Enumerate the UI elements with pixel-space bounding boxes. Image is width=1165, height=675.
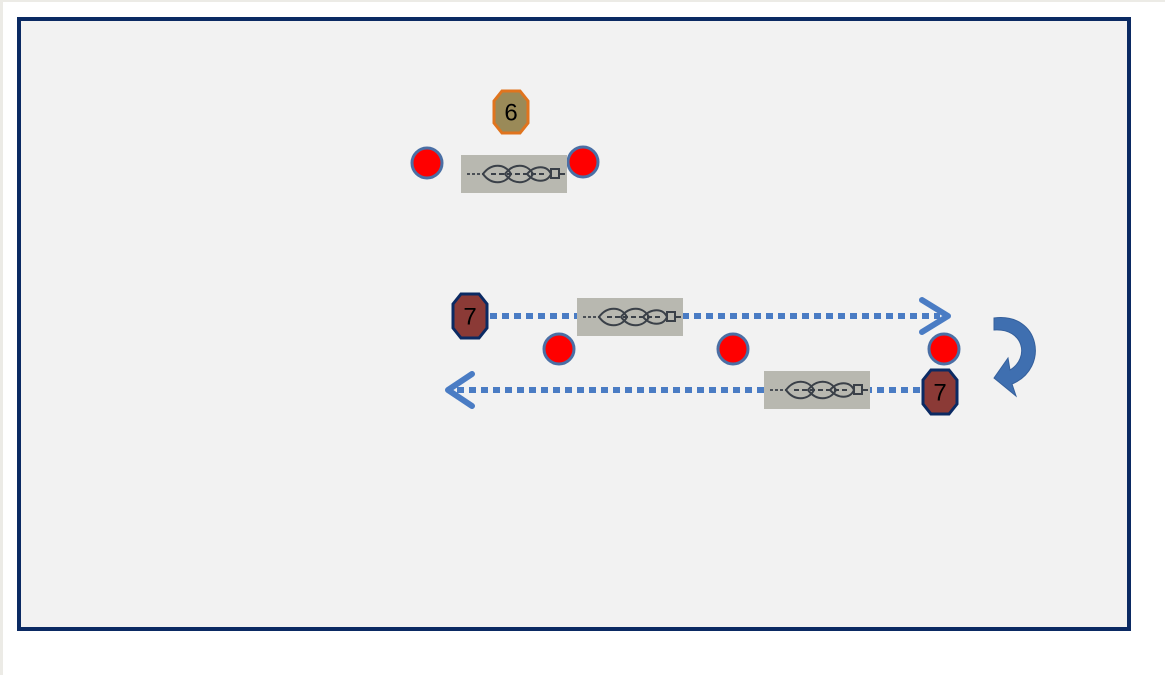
player-7-top-badge [451,292,489,340]
player-6-badge [492,89,530,135]
chain-icon [763,370,871,410]
page-left-edge [0,0,3,675]
player-6-number: 6 [504,100,517,127]
relay-drill-group: 7 7 [445,292,1036,416]
chain-icon [460,154,568,194]
cone-icon [566,145,600,179]
player-7-bottom-badge [921,368,959,416]
cone-icon [927,332,961,366]
page-top-edge [0,0,1165,2]
turn-arrow-icon [993,317,1036,398]
arrow-head-left [445,371,475,409]
player-7-top-number: 7 [463,304,476,331]
cone-icon [410,146,444,180]
arrow-head-right [919,297,951,335]
player-6-group: 6 [410,89,600,194]
chain-icon [576,297,684,337]
cone-icon [716,332,750,366]
cone-icon [542,332,576,366]
drill-field [17,17,1131,631]
player-7-bottom-number: 7 [933,380,946,407]
